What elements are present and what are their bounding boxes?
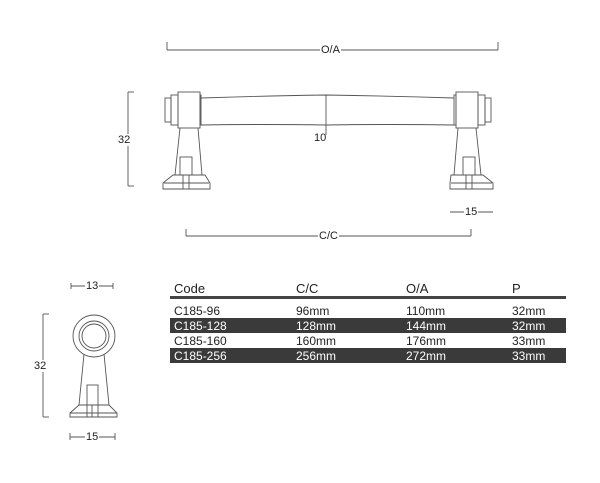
table-row: C185-128 128mm 144mm 32mm bbox=[170, 318, 566, 333]
end-height-label: 32 bbox=[33, 360, 48, 372]
cell-p: 33mm bbox=[512, 333, 546, 348]
bar-diameter-label: 10 bbox=[314, 132, 327, 144]
end-base-width-label: 15 bbox=[85, 431, 100, 443]
left-post bbox=[162, 91, 211, 190]
cell-oa: 176mm bbox=[406, 333, 447, 348]
cell-cc: 256mm bbox=[292, 348, 402, 363]
cell-code: C185-160 bbox=[174, 333, 227, 348]
end-top-width-label: 13 bbox=[85, 280, 100, 292]
cell-oa: 272mm bbox=[402, 348, 508, 363]
cell-code: C185-128 bbox=[170, 318, 292, 333]
cell-p: 32mm bbox=[512, 303, 546, 318]
header-oa: O/A bbox=[402, 278, 508, 299]
cell-p: 33mm bbox=[508, 348, 566, 363]
height-label: 32 bbox=[117, 134, 132, 146]
cell-cc: 128mm bbox=[292, 318, 402, 333]
header-cc: C/C bbox=[292, 278, 402, 299]
cell-code: C185-256 bbox=[170, 348, 292, 363]
cell-cc: 96mm bbox=[296, 303, 330, 318]
table-row: C185-96 96mm 110mm 32mm bbox=[170, 298, 566, 319]
cell-cc: 160mm bbox=[296, 333, 337, 348]
cell-code: C185-96 bbox=[174, 303, 221, 318]
cell-oa: 110mm bbox=[406, 303, 446, 318]
cell-p: 32mm bbox=[508, 318, 566, 333]
cc-label: C/C bbox=[318, 230, 339, 242]
header-code: Code bbox=[170, 278, 292, 299]
right-post bbox=[449, 91, 494, 190]
handle-bar bbox=[200, 94, 455, 135]
oa-label: O/A bbox=[320, 44, 341, 56]
end-view bbox=[42, 283, 118, 440]
cell-oa: 144mm bbox=[402, 318, 508, 333]
table-row: C185-256 256mm 272mm 33mm bbox=[170, 348, 566, 363]
header-p: P bbox=[508, 278, 566, 299]
spec-table: Code C/C O/A P C185-96 96mm 110mm 32mm C… bbox=[170, 278, 566, 363]
foot-width-label: 15 bbox=[464, 206, 479, 218]
table-header-row: Code C/C O/A P bbox=[170, 278, 566, 299]
table-row: C185-160 160mm 176mm 33mm bbox=[170, 333, 566, 348]
